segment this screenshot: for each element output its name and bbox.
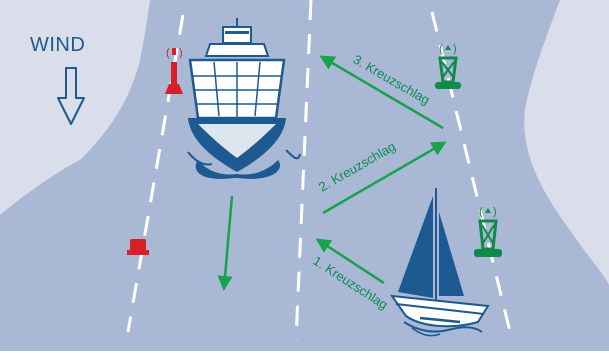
ship-icon <box>187 18 301 179</box>
red-lateral-buoy-icon: ( ) <box>165 47 183 94</box>
tack-1-arrow <box>315 238 385 285</box>
green-lateral-buoy-icon: ( ) <box>435 43 461 89</box>
svg-text:): ) <box>493 206 497 218</box>
wind-arrow-icon <box>57 67 85 125</box>
ship-course-arrow <box>217 195 234 291</box>
svg-text:): ) <box>179 47 183 59</box>
svg-text:): ) <box>453 43 457 55</box>
svg-text:(: ( <box>439 43 443 55</box>
green-lateral-buoy-icon: ( ) <box>474 206 502 257</box>
red-can-buoy-icon <box>127 239 149 255</box>
svg-text:(: ( <box>479 206 483 218</box>
svg-text:(: ( <box>166 47 170 59</box>
tack-2-arrow <box>322 141 447 215</box>
tack-3-arrow <box>319 55 444 130</box>
lane-line-center <box>294 0 313 341</box>
wind-label: WIND <box>30 34 86 56</box>
lane-line-right <box>430 11 514 341</box>
sailboat-icon <box>389 188 490 337</box>
